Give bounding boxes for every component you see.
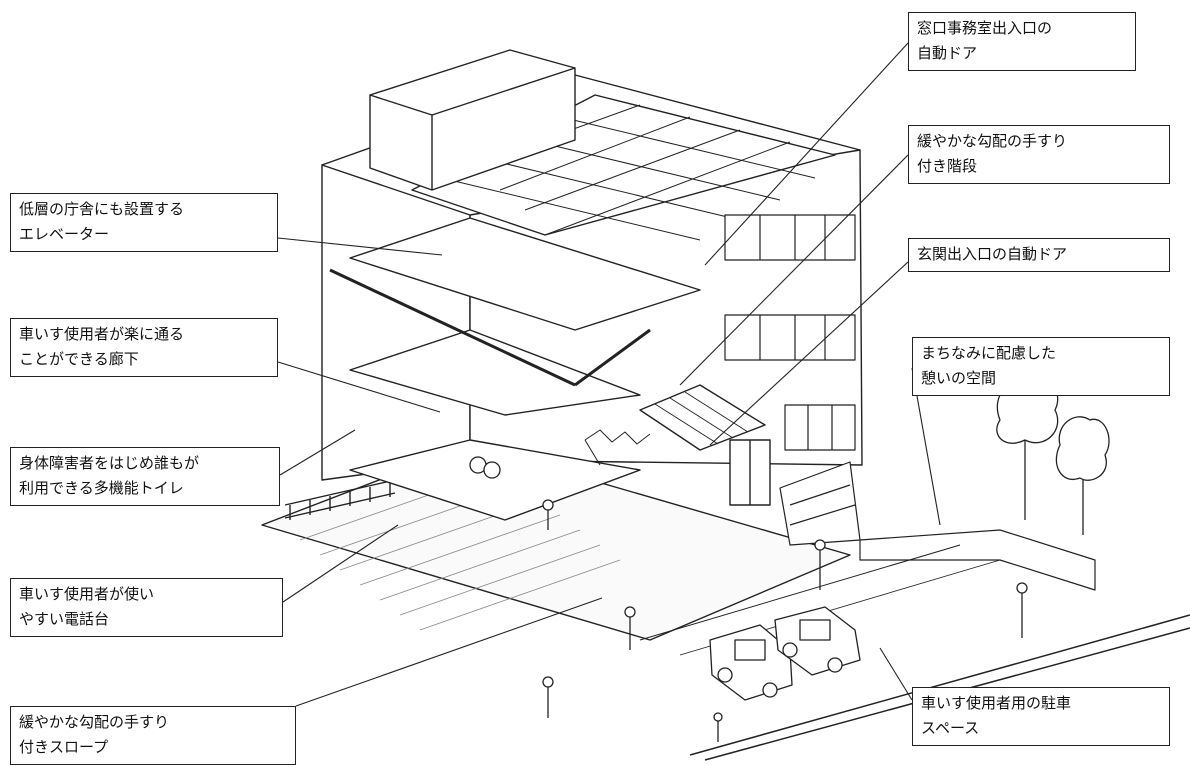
callout-stairs-line2: 付き階段: [917, 157, 978, 175]
callout-stairs: 緩やかな勾配の手すり 付き階段: [908, 125, 1170, 184]
callout-entrance-door-line1: 玄関出入口の自動ドア: [917, 245, 1068, 263]
callout-rest-space-line1: まちなみに配慮した: [921, 344, 1057, 362]
callout-elevator: 低層の庁舎にも設置する エレベーター: [10, 193, 278, 252]
callout-parking-line1: 車いす使用者用の駐車: [921, 694, 1072, 712]
floor-slab-2: [349, 329, 641, 416]
entrance-canopy: [639, 384, 766, 451]
windows: [724, 214, 856, 451]
stairs: [584, 429, 651, 466]
callout-parking-line2: スペース: [921, 719, 980, 737]
plaza-fence: [284, 479, 396, 520]
callout-elevator-line2: エレベーター: [19, 225, 110, 243]
stone-wall: [779, 461, 1096, 591]
floor-slab-3: [349, 217, 701, 331]
floor-slab-1: [349, 439, 641, 521]
callout-stairs-line1: 緩やかな勾配の手すり: [917, 132, 1068, 150]
people-figures: [469, 456, 1028, 742]
callout-rest-space: まちなみに配慮した 憩いの空間: [912, 337, 1170, 396]
callout-parking: 車いす使用者用の駐車 スペース: [912, 687, 1170, 746]
leader-lines: [277, 42, 941, 707]
callout-toilet: 身体障害者をはじめ誰もが 利用できる多機能トイレ: [10, 447, 280, 506]
callout-phone-line2: やすい電話台: [19, 610, 110, 628]
callout-window-door-line2: 自動ドア: [917, 44, 978, 62]
callout-toilet-line2: 利用できる多機能トイレ: [19, 479, 184, 497]
callout-slope-line1: 緩やかな勾配の手すり: [19, 713, 170, 731]
callout-window-door: 窓口事務室出入口の 自動ドア: [908, 12, 1136, 71]
callout-rest-space-line2: 憩いの空間: [921, 369, 997, 387]
callout-window-door-line1: 窓口事務室出入口の: [917, 19, 1053, 37]
callout-corridor-line1: 車いす使用者が楽に通る: [19, 325, 185, 343]
callout-corridor-line2: ことができる廊下: [19, 350, 139, 368]
callout-slope-line2: 付きスロープ: [19, 738, 109, 756]
callout-slope: 緩やかな勾配の手すり 付きスロープ: [10, 706, 296, 765]
plaza-stripes: [299, 469, 621, 631]
parked-cars: [709, 606, 861, 701]
trees: [996, 379, 1110, 535]
callout-phone: 車いす使用者が使い やすい電話台: [10, 578, 283, 637]
callout-elevator-line1: 低層の庁舎にも設置する: [19, 200, 185, 218]
callout-corridor: 車いす使用者が楽に通る ことができる廊下: [10, 318, 278, 377]
callout-phone-line1: 車いす使用者が使い: [19, 585, 155, 603]
callout-entrance-door: 玄関出入口の自動ドア: [908, 238, 1170, 272]
callout-toilet-line1: 身体障害者をはじめ誰もが: [19, 454, 200, 472]
